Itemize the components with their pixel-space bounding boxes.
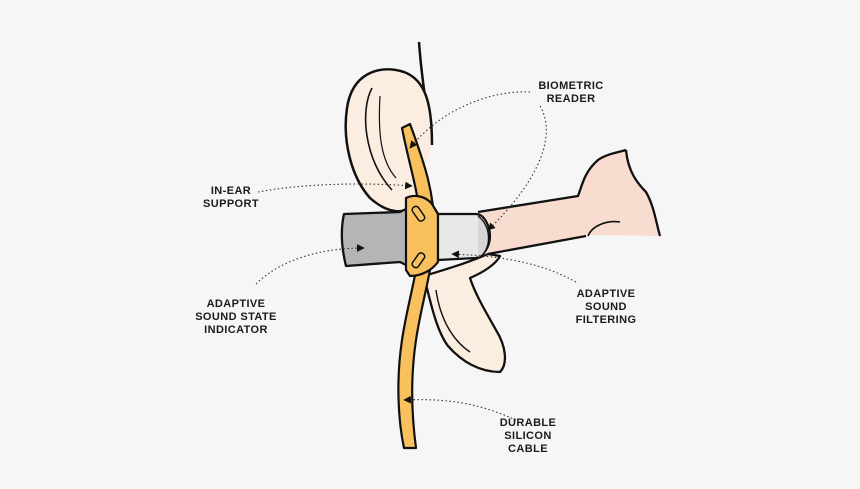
ear-inner-fold-2 <box>378 95 397 179</box>
leader-adaptive-sound-filtering <box>451 250 577 283</box>
label-line: ADAPTIVE <box>576 288 636 300</box>
leader-biometric-reader-2 <box>487 105 547 231</box>
label-adaptive-sound-state-indicator: ADAPTIVE SOUND STATE INDICATOR <box>186 298 286 337</box>
label-line: IN-EAR <box>210 185 252 197</box>
ear-canal-top <box>477 148 627 214</box>
leader-biometric-reader <box>409 91 531 149</box>
ear-canal <box>478 150 660 254</box>
housing-slot-bottom <box>411 252 426 269</box>
earbud-housing <box>404 194 440 278</box>
label-line: SOUND STATE <box>195 311 277 323</box>
label-line: BIOMETRIC <box>538 80 604 92</box>
housing-slot-top <box>411 205 426 222</box>
label-adaptive-sound-filtering: ADAPTIVE SOUND FILTERING <box>566 288 646 327</box>
ear-concha <box>422 252 507 374</box>
ear-canal-back <box>624 149 662 237</box>
label-line: CABLE <box>508 443 548 455</box>
label-biometric-reader: BIOMETRIC READER <box>523 80 619 106</box>
sensor-tip-lens <box>477 215 490 259</box>
earbud-body <box>340 204 414 270</box>
ear-inner-fold <box>364 87 393 191</box>
label-line: SOUND <box>585 301 627 313</box>
ear-lobe-fold <box>435 289 471 353</box>
label-line: READER <box>546 93 596 105</box>
label-line: FILTERING <box>575 314 637 326</box>
ear-canal-bottom <box>487 234 587 256</box>
ear-canal-inner <box>587 220 621 237</box>
leader-durable-cable <box>403 395 517 421</box>
label-line: ADAPTIVE <box>206 298 266 310</box>
label-line: DURABLE <box>499 417 557 429</box>
label-line: SUPPORT <box>203 198 259 210</box>
label-in-ear-support: IN-EAR SUPPORT <box>196 185 266 211</box>
label-line: INDICATOR <box>204 324 268 336</box>
label-line: SILICON <box>504 430 552 442</box>
label-durable-silicon-cable: DURABLE SILICON CABLE <box>488 417 568 456</box>
